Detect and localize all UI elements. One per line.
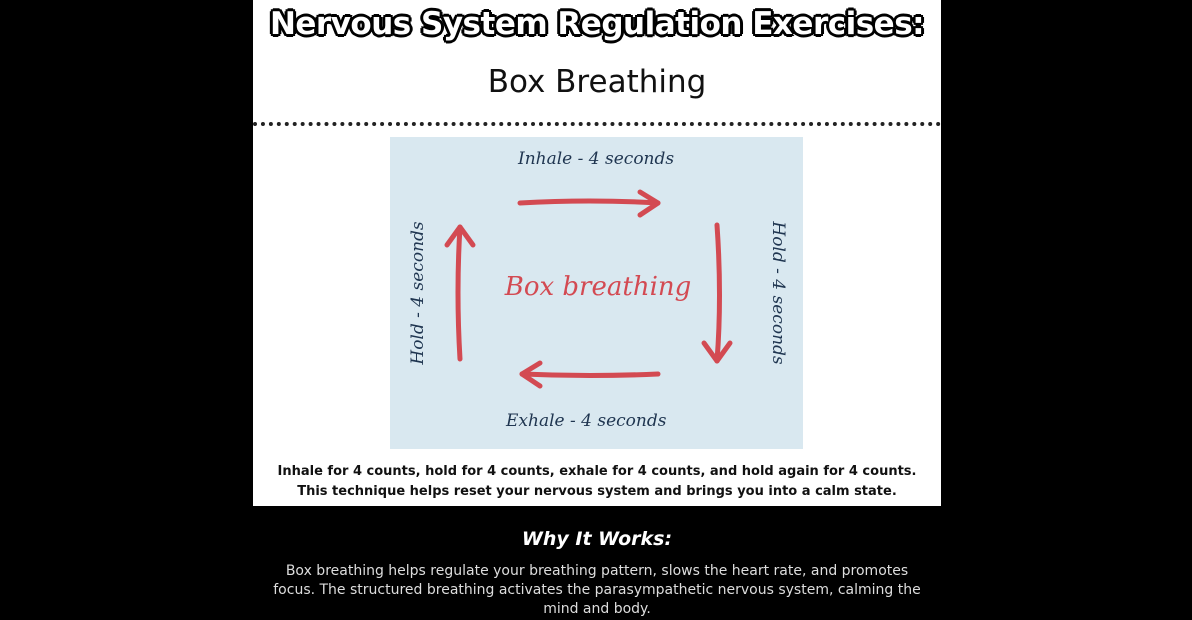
instructions-line-1: Inhale for 4 counts, hold for 4 counts, … [277,464,917,479]
page-title: Nervous System Regulation Exercises: [269,6,925,42]
arrow-left-icon [519,360,661,389]
arrow-down-icon [701,222,733,364]
dotted-divider [253,122,941,126]
arrows-canvas [444,189,733,389]
instructions-line-2: This technique helps reset your nervous … [297,484,897,499]
arrow-up-icon [444,224,476,362]
instructions: Inhale for 4 counts, hold for 4 counts, … [253,462,941,502]
exhale-label: Exhale - 4 seconds [506,411,667,431]
infographic-page: Nervous System Regulation Exercises: Box… [253,0,941,620]
inhale-label: Inhale - 4 seconds [518,149,675,169]
diagram-center-label: Box breathing [504,272,692,302]
why-title: Why It Works: [521,528,673,550]
box-breathing-diagram: Inhale - 4 seconds Hold - 4 seconds Exha… [390,137,803,449]
hold-right-label: Hold - 4 seconds [768,221,788,365]
hold-left-label: Hold - 4 seconds [408,221,428,365]
arrow-right-icon [517,189,661,218]
why-body: Box breathing helps regulate your breath… [273,563,921,617]
why-it-works-section: Why It Works: Box breathing helps regula… [253,506,941,620]
page-subtitle: Box Breathing [487,64,707,100]
